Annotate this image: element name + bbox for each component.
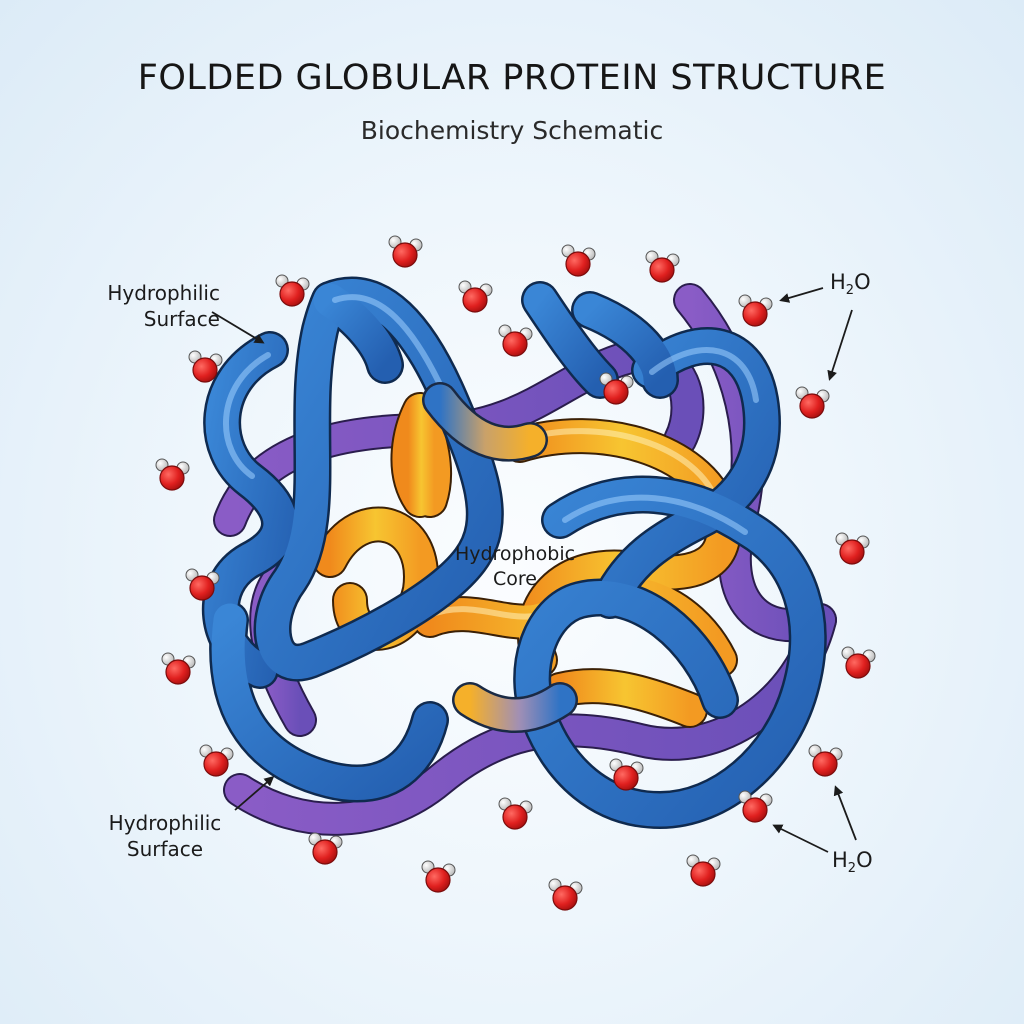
water-molecule-icon	[841, 646, 876, 679]
arrow-icon	[772, 824, 829, 853]
hydrophilic-surface-label-top: Hydrophilic Surface	[107, 281, 220, 331]
hydrophilic-surface-label-bottom: Hydrophilic Surface	[108, 811, 222, 861]
arrow-icon	[234, 776, 275, 811]
water-molecule-icon	[161, 652, 196, 685]
water-molecule-icon	[645, 250, 680, 283]
arrows	[211, 287, 857, 853]
water-molecule-icon	[308, 832, 343, 865]
water-molecule-icon	[561, 244, 596, 277]
page-subtitle: Biochemistry Schematic	[360, 116, 664, 145]
water-molecule-icon	[458, 280, 493, 313]
water-molecule-icon	[686, 854, 721, 887]
water-molecule-icon	[421, 860, 456, 893]
surface-ribbons	[201, 276, 827, 829]
water-molecule-icon	[388, 235, 423, 268]
water-label-top: H2O	[830, 270, 871, 299]
water-molecule-icon	[835, 532, 870, 565]
water-molecule-icon	[155, 458, 190, 491]
water-molecule-icon	[738, 294, 773, 327]
water-molecule-icon	[738, 790, 773, 823]
arrow-icon	[827, 309, 853, 381]
arrow-icon	[833, 785, 857, 841]
hydrophobic-core-label: Hydrophobic Core	[454, 543, 576, 590]
water-molecule-icon	[795, 386, 830, 419]
arrow-icon	[779, 287, 824, 303]
arrow-icon	[211, 311, 265, 344]
page-title: FOLDED GLOBULAR PROTEIN STRUCTURE	[137, 58, 887, 98]
water-molecule-icon	[548, 878, 583, 911]
water-molecule-icon	[498, 324, 533, 357]
water-molecule-icon	[275, 274, 310, 307]
water-molecule-icon	[498, 797, 533, 830]
water-molecule-icon	[199, 744, 234, 777]
water-molecule-icon	[808, 744, 843, 777]
water-label-bottom: H2O	[832, 848, 873, 877]
